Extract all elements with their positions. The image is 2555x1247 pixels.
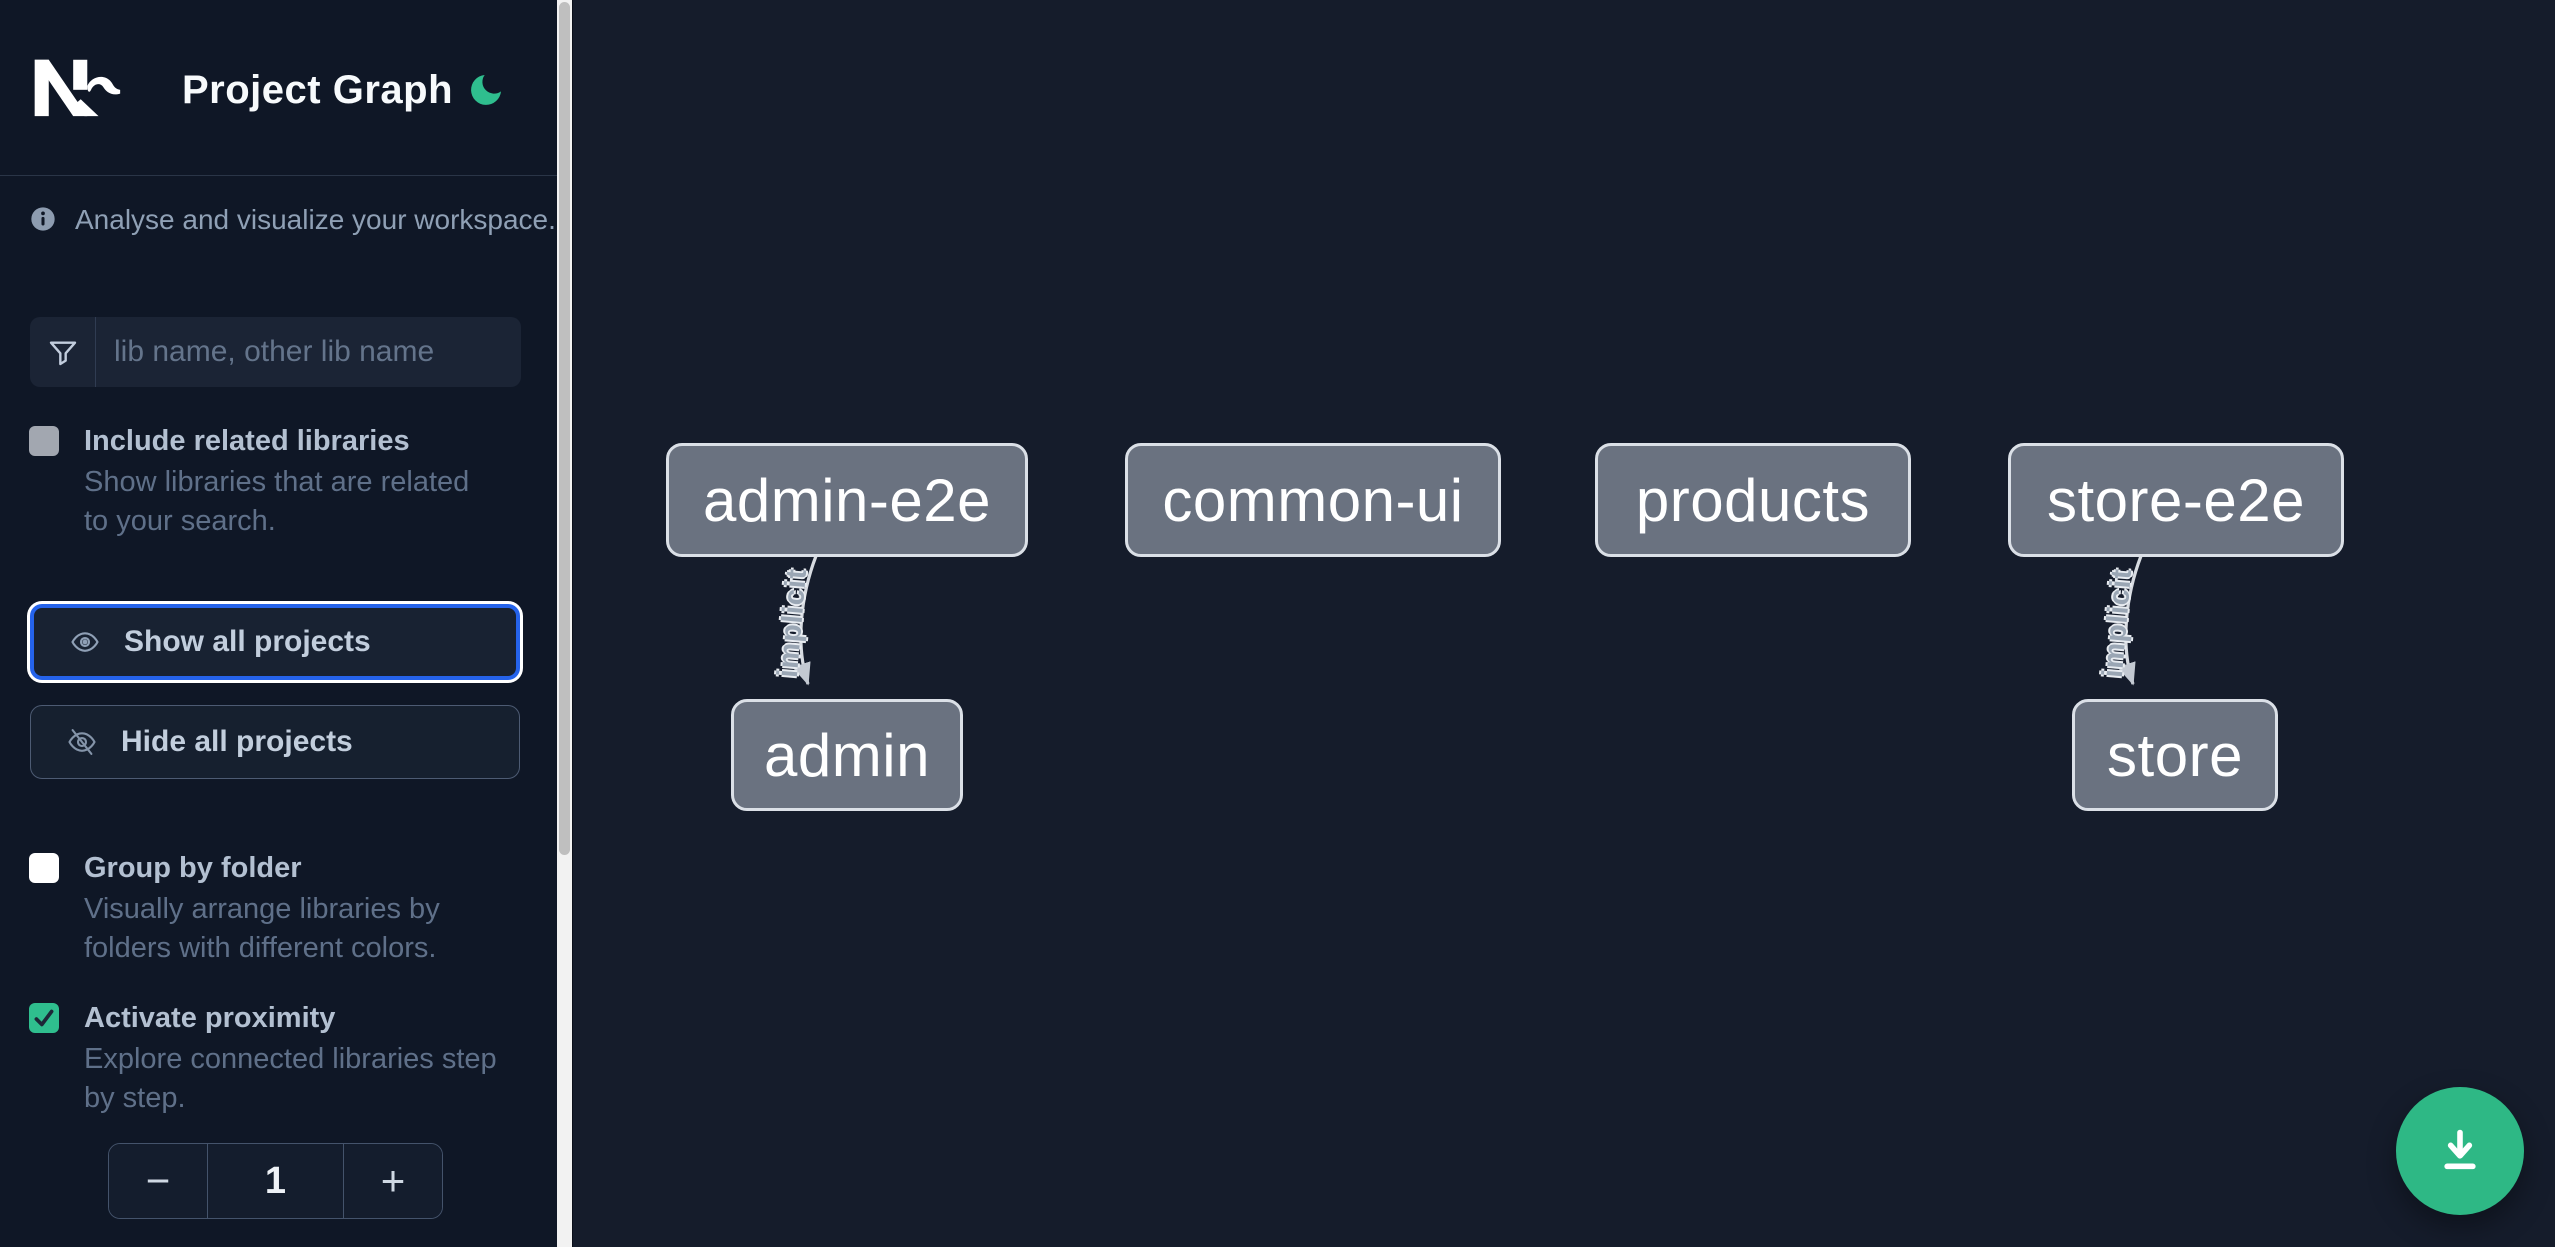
sidebar-scrollbar-thumb[interactable]	[559, 2, 570, 855]
intro-row: Analyse and visualize your workspace.	[29, 204, 556, 235]
include-related-checkbox[interactable]	[29, 426, 59, 456]
hide-all-projects-button[interactable]: Hide all projects	[30, 705, 520, 779]
group-by-folder-checkbox[interactable]	[29, 853, 59, 883]
moon-icon	[466, 74, 506, 113]
include-related-label[interactable]: Include related libraries	[84, 425, 410, 457]
workspace-description: Analyse and visualize your workspace.	[75, 204, 556, 235]
project-node-admin-e2e[interactable]: admin-e2e	[666, 443, 1028, 557]
graph-canvas[interactable]: implicit implicit admin-e2e common-ui pr…	[572, 0, 2555, 1247]
show-all-projects-label: Show all projects	[124, 625, 371, 658]
proximity-increase-button[interactable]: +	[343, 1144, 442, 1218]
proximity-depth-stepper: − 1 +	[108, 1143, 443, 1219]
eye-off-icon	[63, 727, 101, 757]
filter-input-group	[30, 317, 521, 387]
header-divider	[0, 175, 557, 176]
group-by-folder-description: Visually arrange libraries by folders wi…	[84, 893, 440, 964]
option-group-by-folder: Group by folder Visually arrange librari…	[29, 850, 529, 968]
sidebar-scrollbar[interactable]	[557, 0, 572, 1247]
hide-all-projects-label: Hide all projects	[121, 725, 353, 758]
download-icon	[2432, 1122, 2488, 1181]
group-by-folder-label[interactable]: Group by folder	[84, 852, 302, 884]
node-label: common-ui	[1162, 466, 1464, 534]
node-label: store-e2e	[2047, 466, 2305, 534]
node-label: store	[2107, 721, 2243, 789]
search-input[interactable]	[96, 317, 521, 387]
project-node-admin[interactable]: admin	[731, 699, 963, 811]
download-graph-button[interactable]	[2396, 1087, 2524, 1215]
project-node-store[interactable]: store	[2072, 699, 2278, 811]
option-include-related: Include related libraries Show libraries…	[29, 423, 529, 541]
project-node-products[interactable]: products	[1595, 443, 1911, 557]
eye-icon	[66, 627, 104, 657]
sidebar: Project Graph Analyse and visualize your…	[0, 0, 557, 1247]
option-activate-proximity: Activate proximity Explore connected lib…	[29, 1000, 529, 1118]
node-label: admin-e2e	[702, 466, 991, 534]
edge-store-e2e-to-store	[2117, 555, 2143, 686]
filter-funnel-icon	[30, 317, 96, 387]
page-title: Project Graph	[182, 68, 454, 112]
activate-proximity-label[interactable]: Activate proximity	[84, 1002, 336, 1034]
node-label: admin	[764, 721, 930, 789]
project-node-store-e2e[interactable]: store-e2e	[2008, 443, 2344, 557]
info-icon	[29, 205, 57, 233]
activate-proximity-checkbox[interactable]	[29, 1003, 59, 1033]
edge-admin-e2e-to-admin	[792, 555, 818, 686]
nx-logo	[28, 56, 124, 118]
proximity-decrease-button[interactable]: −	[109, 1144, 208, 1218]
show-all-projects-button[interactable]: Show all projects	[30, 604, 520, 680]
include-related-description: Show libraries that are related to your …	[84, 466, 470, 537]
node-label: products	[1635, 466, 1871, 534]
project-node-common-ui[interactable]: common-ui	[1125, 443, 1501, 557]
activate-proximity-description: Explore connected libraries step by step…	[84, 1043, 497, 1114]
graph-edges	[792, 555, 2143, 686]
theme-toggle-button[interactable]	[462, 68, 510, 114]
proximity-depth-value: 1	[208, 1144, 343, 1218]
